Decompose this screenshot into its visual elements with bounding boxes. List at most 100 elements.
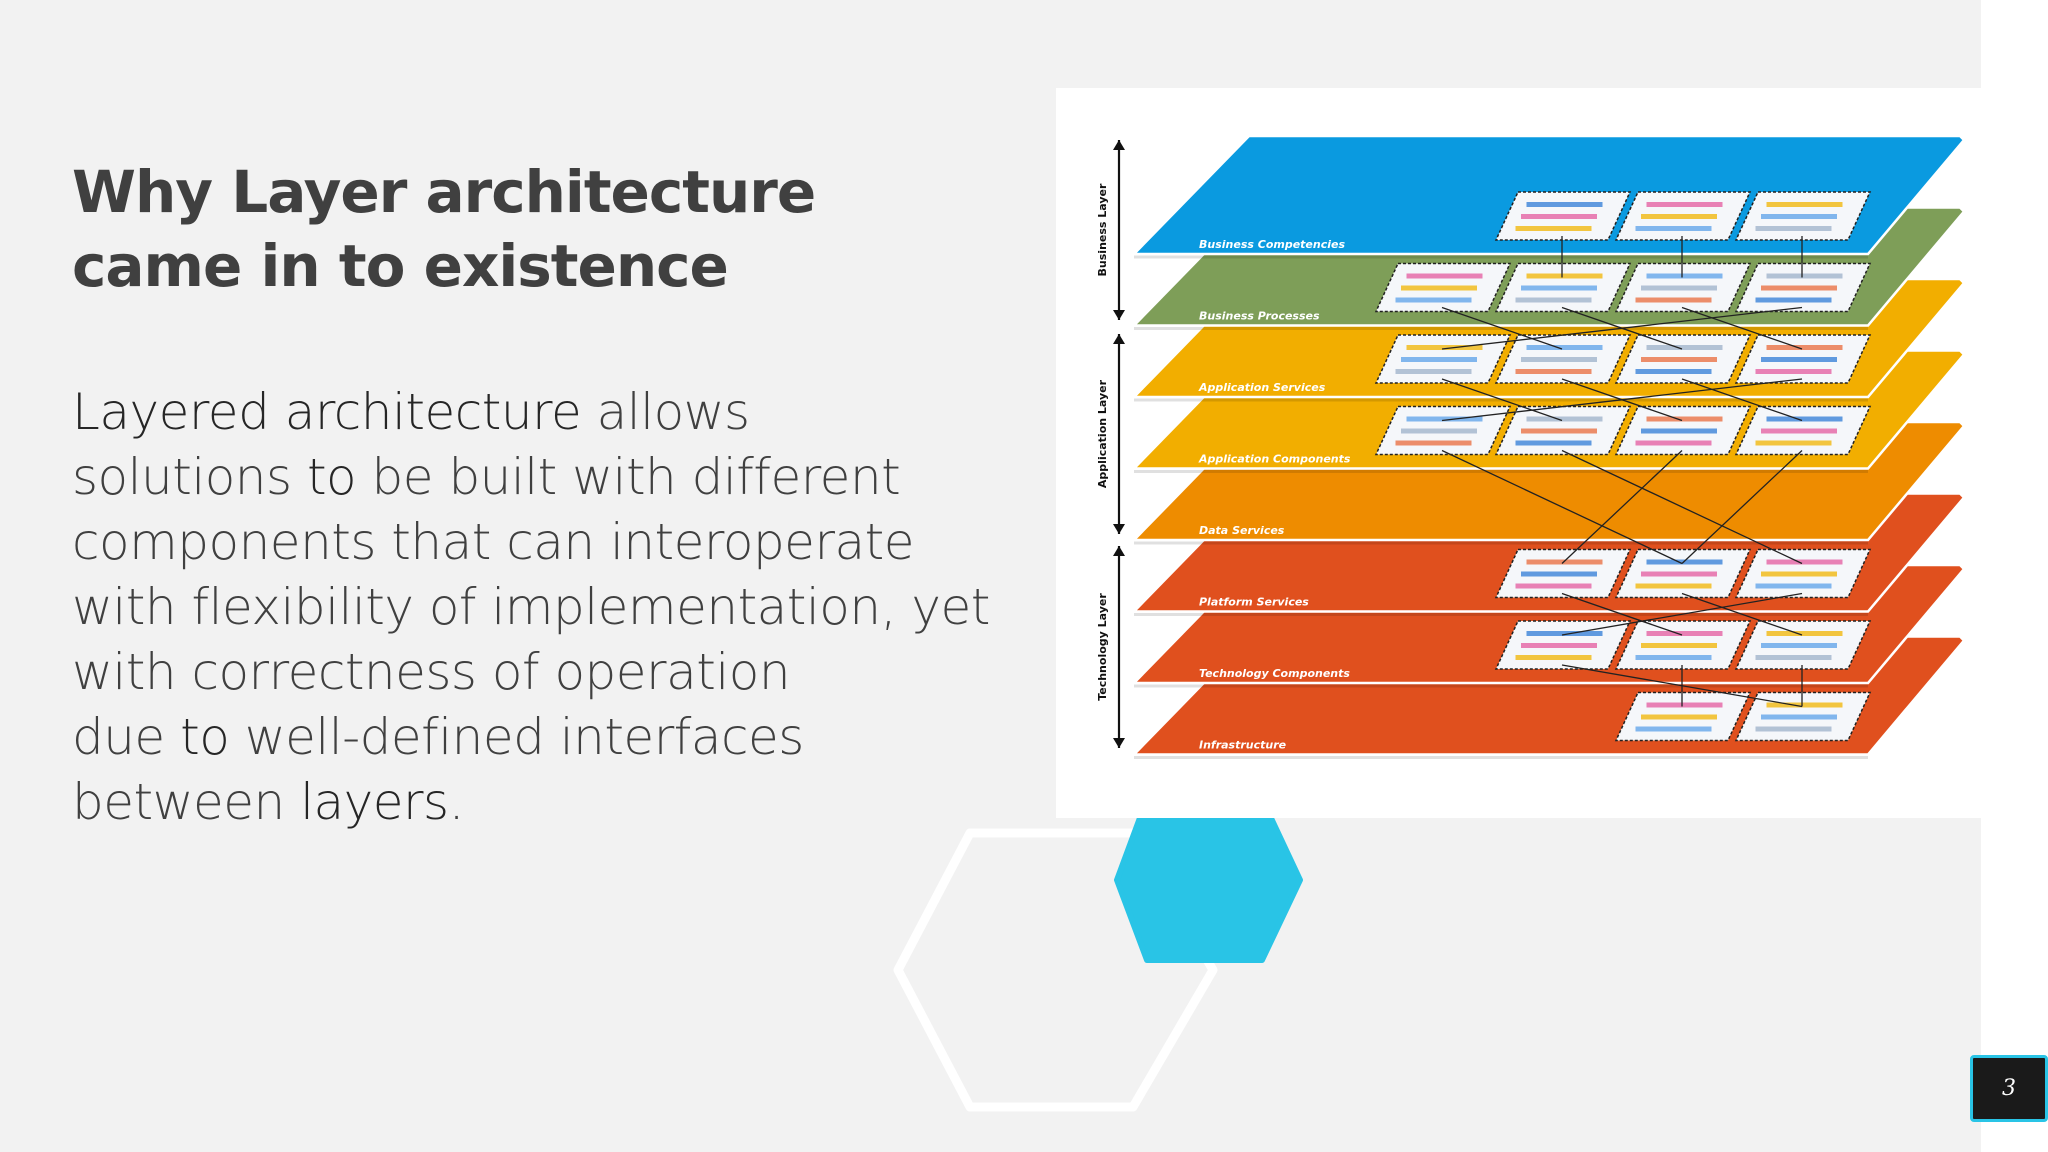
page-number: 3 xyxy=(2002,1076,2016,1101)
slide-title: Why Layer architecture came in to existe… xyxy=(72,155,972,303)
hexagon-outline-shape xyxy=(893,828,1218,1112)
thumbnail-content-bar xyxy=(1761,571,1837,577)
arrowhead-up xyxy=(1113,140,1125,150)
body-run: allows xyxy=(581,383,750,441)
thumbnail-content-bar xyxy=(1395,440,1472,446)
thumbnail-content-bar xyxy=(1521,357,1597,362)
thumbnail-content-bar xyxy=(1521,571,1597,577)
thumbnail-content-bar xyxy=(1766,631,1843,636)
thumbnail-content-bar xyxy=(1755,726,1832,732)
body-run: solutions xyxy=(72,448,307,506)
slide: Why Layer architecture came in to existe… xyxy=(0,0,1981,1152)
thumbnail-content-bar xyxy=(1641,571,1717,577)
thumbnail-content-bar xyxy=(1515,655,1592,660)
connector-line xyxy=(1561,450,1683,564)
connector-line xyxy=(1681,450,1803,564)
layer-label: Business Processes xyxy=(1199,310,1320,323)
layer-label: Platform Services xyxy=(1199,596,1309,609)
connector-line xyxy=(1561,592,1683,636)
body-line: solutions to be built with different xyxy=(72,445,1032,510)
body-emphasis: Layered architecture xyxy=(72,383,582,441)
layer-group-label: Application Layer xyxy=(1096,379,1109,488)
thumbnail-content-bar xyxy=(1635,583,1712,589)
body-line: Layered architecture allows xyxy=(72,380,1032,445)
thumbnail-content-bar xyxy=(1401,357,1477,362)
thumbnail-content-bar xyxy=(1646,631,1723,636)
arrowhead-up xyxy=(1113,334,1125,344)
thumbnail-content-bar xyxy=(1635,655,1712,660)
thumbnail-content-bar xyxy=(1755,297,1832,303)
connector-line xyxy=(1441,449,1683,565)
thumbnail-content-bar xyxy=(1641,643,1717,648)
thumbnail-content-bar xyxy=(1761,285,1837,291)
layer-label: Data Services xyxy=(1199,524,1285,537)
thumbnail-content-bar xyxy=(1641,214,1717,219)
thumbnail-content-bar xyxy=(1526,202,1603,207)
body-emphasis: layers xyxy=(300,773,449,831)
thumbnail-content-bar xyxy=(1646,202,1723,207)
layer-group-label: Business Layer xyxy=(1096,183,1109,276)
thumbnail-content-bar xyxy=(1761,428,1837,434)
thumbnail-content-bar xyxy=(1646,345,1723,350)
thumbnail-content-bar xyxy=(1761,714,1837,720)
thumbnail-content-bar xyxy=(1641,285,1717,291)
body-line: with correctness of operation xyxy=(72,640,1032,705)
body-run: with flexibility of implementation, yet xyxy=(72,578,990,636)
thumbnail-content-bar xyxy=(1641,428,1717,434)
thumbnail-content-bar xyxy=(1766,702,1843,708)
arrowhead-down xyxy=(1113,524,1125,534)
thumbnail-content-bar xyxy=(1521,428,1597,434)
thumbnail-content-bar xyxy=(1761,643,1837,648)
connector-line xyxy=(1441,306,1563,350)
thumbnail-content-bar xyxy=(1766,416,1843,422)
body-emphasis: to xyxy=(180,708,230,766)
thumbnail-content-bar xyxy=(1406,416,1483,422)
layer-label: Technology Components xyxy=(1199,667,1350,680)
thumbnail-content-bar xyxy=(1515,440,1592,446)
body-line: components that can interoperate xyxy=(72,510,1032,575)
thumbnail-content-bar xyxy=(1755,440,1832,446)
body-run: . xyxy=(448,773,465,831)
layer-label: Business Competencies xyxy=(1199,238,1345,251)
thumbnail-content-bar xyxy=(1755,583,1832,589)
thumbnail-content-bar xyxy=(1755,226,1832,231)
title-line: came in to existence xyxy=(72,232,729,300)
thumbnail-content-bar xyxy=(1766,202,1843,207)
thumbnail-content-bar xyxy=(1761,357,1837,362)
connector-line xyxy=(1561,592,1803,636)
arrowhead-up xyxy=(1113,546,1125,556)
body-run: with correctness of operation xyxy=(72,643,791,701)
body-line: due to well-defined interfaces xyxy=(72,705,1032,770)
thumbnail-content-bar xyxy=(1526,416,1603,422)
arrowhead-down xyxy=(1113,310,1125,320)
right-margin-strip xyxy=(1981,0,2048,1152)
connector-line xyxy=(1681,306,1803,350)
thumbnail-content-bar xyxy=(1526,345,1603,350)
arrowhead-down xyxy=(1113,738,1125,748)
thumbnail-content-bar xyxy=(1635,440,1712,446)
thumbnail-content-bar xyxy=(1761,214,1837,219)
thumbnail-content-bar xyxy=(1635,297,1712,303)
body-run: between xyxy=(72,773,301,831)
thumbnail-content-bar xyxy=(1526,631,1603,636)
thumbnail-content-bar xyxy=(1766,559,1843,565)
connector-line xyxy=(1441,306,1803,350)
thumbnail-content-bar xyxy=(1641,714,1717,720)
body-run: due xyxy=(72,708,181,766)
layer-group-label: Technology Layer xyxy=(1096,593,1109,701)
layer-label: Application Services xyxy=(1198,381,1326,394)
hexagon-filled-shape xyxy=(1114,796,1303,963)
thumbnail-content-bar xyxy=(1395,369,1472,374)
thumbnail-content-bar xyxy=(1766,345,1843,350)
page-number-badge: 3 xyxy=(1970,1055,2048,1122)
thumbnail-content-bar xyxy=(1515,297,1592,303)
thumbnail-content-bar xyxy=(1406,345,1483,350)
thumbnail-content-bar xyxy=(1755,369,1832,374)
thumbnail-content-bar xyxy=(1635,226,1712,231)
thumbnail-content-bar xyxy=(1515,226,1592,231)
thumbnail-content-bar xyxy=(1755,655,1832,660)
thumbnail-content-bar xyxy=(1641,357,1717,362)
